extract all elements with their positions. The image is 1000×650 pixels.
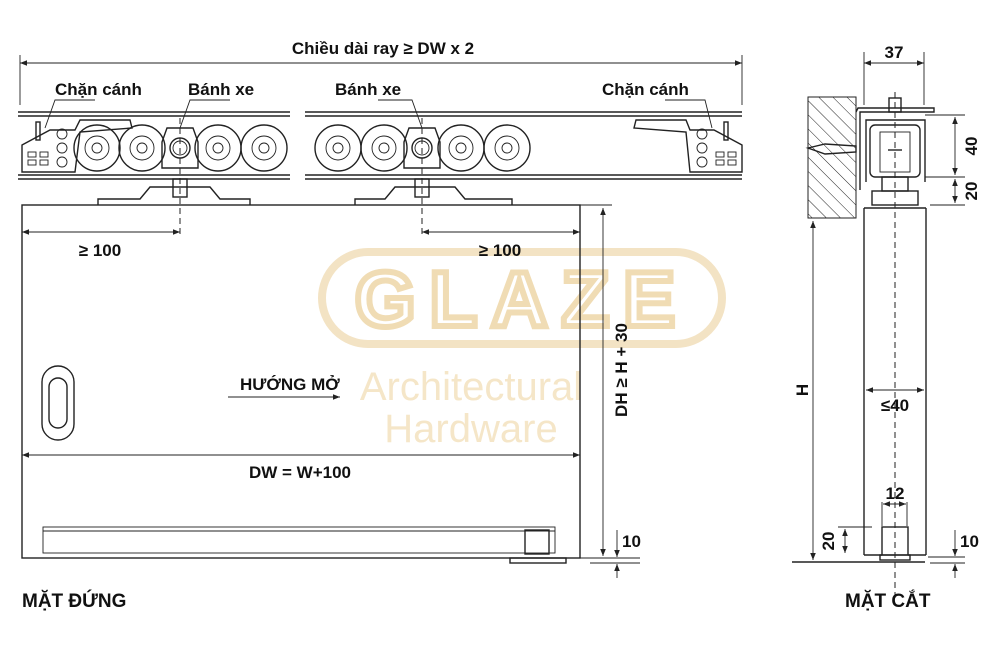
watermark-tagline-box: Architectural Hardware <box>359 366 583 451</box>
hanger-height-label: 20 <box>962 182 981 201</box>
wheel-carriage-left <box>73 118 288 235</box>
rail-profile-section <box>805 92 935 600</box>
stopper-left-label: Chặn cánh <box>55 80 142 99</box>
section-floor-gap-label: 10 <box>960 532 979 551</box>
height-label: H <box>793 384 812 396</box>
door-handle <box>41 365 75 441</box>
door-height-label: DH ≥ H + 30 <box>612 323 631 417</box>
door-width-dimension: DW = W+100 <box>22 452 580 482</box>
guide-width-label: 12 <box>886 484 905 503</box>
opening-direction: HƯỚNG MỞ <box>228 375 340 400</box>
front-floor-gap-label: 10 <box>622 532 641 551</box>
track-rail <box>18 111 742 180</box>
door-width-label: DW = W+100 <box>249 463 351 482</box>
section-dimensions: 40 20 H ≤40 12 20 10 <box>793 114 981 578</box>
door-height-dimension: DH ≥ H + 30 10 <box>580 204 641 578</box>
bottom-guide-channel <box>42 526 567 564</box>
wheel-right-label: Bánh xe <box>335 80 401 99</box>
wall-hatch <box>807 96 857 219</box>
watermark-frame <box>318 248 726 348</box>
rail-length-label: Chiều dài ray ≥ DW x 2 <box>292 39 474 58</box>
offset-dimensions: ≥ 100 ≥ 100 <box>22 229 580 260</box>
stopper-right-label: Chặn cánh <box>602 80 689 99</box>
door-thickness-label: ≤40 <box>881 396 909 415</box>
rail-width-label: 37 <box>885 43 904 62</box>
rail-height-label: 40 <box>962 137 981 156</box>
wheel-carriage-right <box>314 118 531 235</box>
offset-left-label: ≥ 100 <box>79 241 121 260</box>
offset-right-label: ≥ 100 <box>479 241 521 260</box>
section-view-title: MẶT CẮT <box>845 590 931 612</box>
open-direction-label: HƯỚNG MỞ <box>240 375 340 394</box>
watermark-brand: GLAZE <box>355 255 689 343</box>
door-stopper-right <box>633 119 743 173</box>
front-view-title: MẶT ĐỨNG <box>22 590 126 612</box>
wheel-left-label: Bánh xe <box>188 80 254 99</box>
door-panel <box>21 204 581 559</box>
rail-width-dimension: 37 <box>863 43 925 105</box>
watermark-tagline: Architectural Hardware <box>359 366 583 451</box>
guide-height-label: 20 <box>819 532 838 551</box>
rail-length-dimension: Chiều dài ray ≥ DW x 2 <box>19 39 743 105</box>
section-door-panel <box>792 207 927 563</box>
watermark-logo: GLAZE Architectural Hardware <box>318 248 726 451</box>
door-stopper-left <box>21 119 133 173</box>
